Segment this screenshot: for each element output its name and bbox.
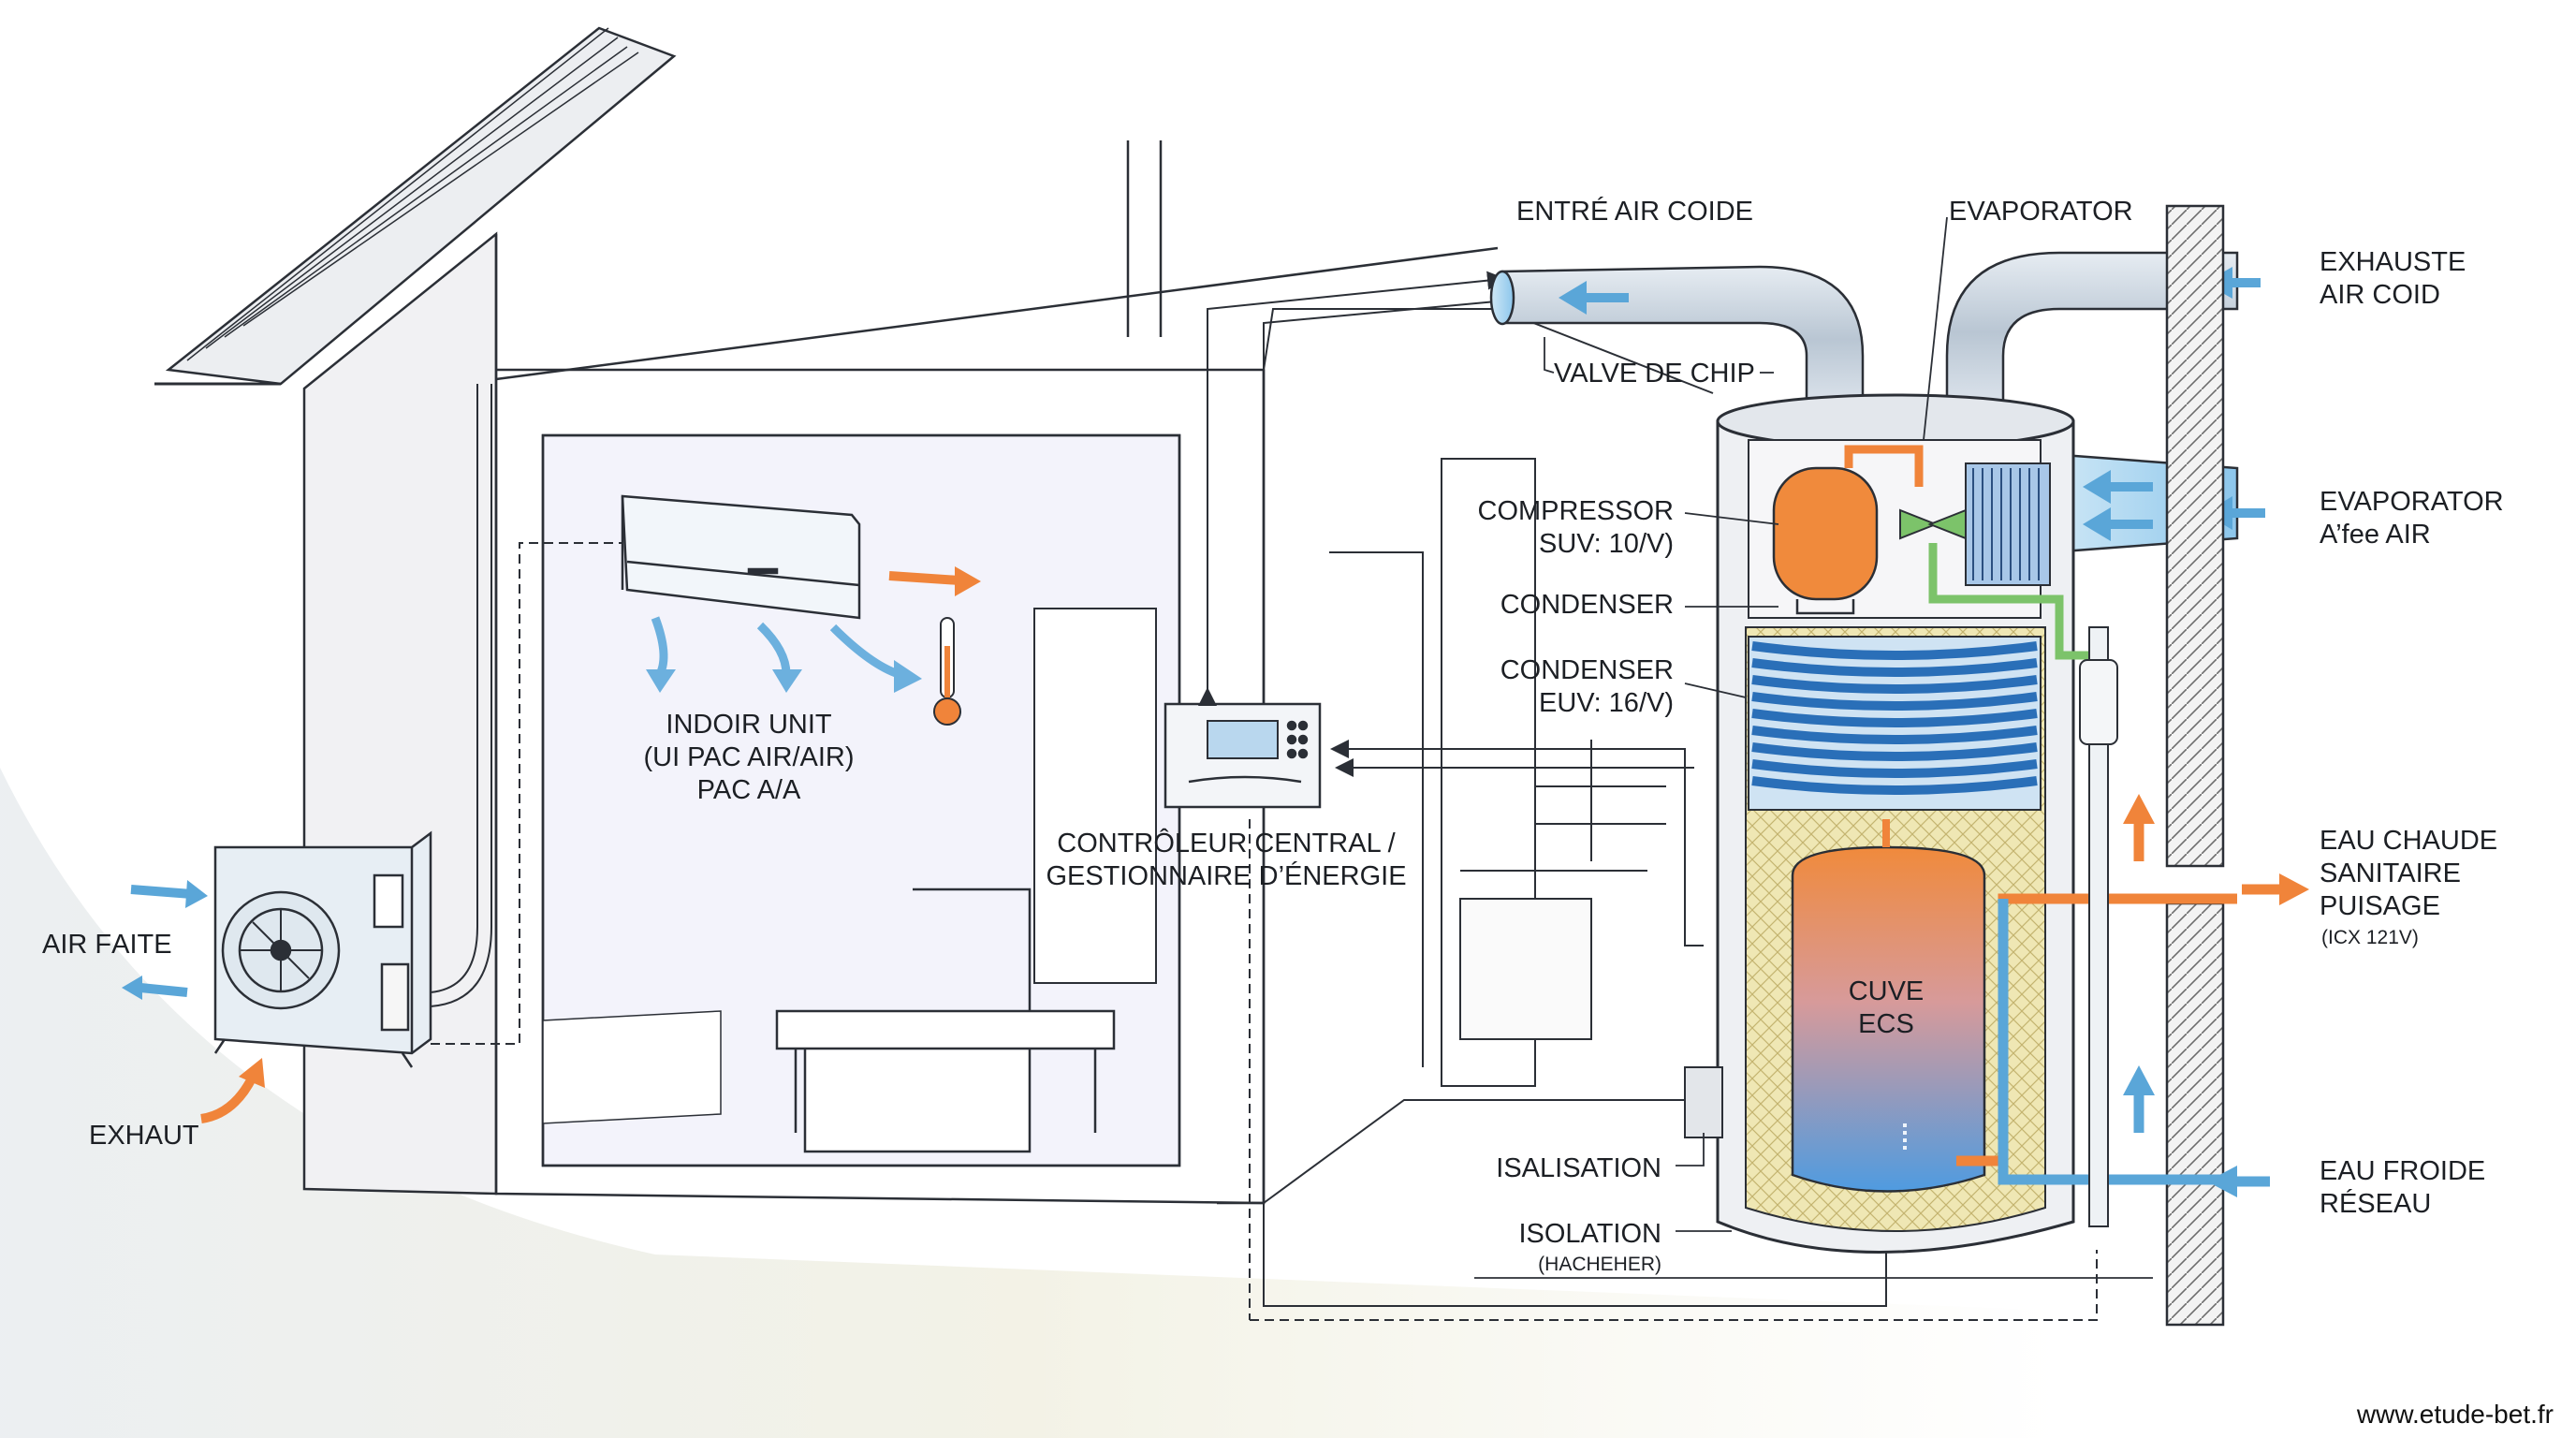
label-condenser-3: EUV: 16/V): [1539, 688, 1674, 718]
label-controleur-1: CONTRÔLEUR CENTRAL /: [1057, 827, 1396, 858]
indoor-unit: [621, 494, 861, 620]
central-controller: [1164, 702, 1322, 809]
ground: [0, 768, 2059, 1438]
label-eau-chaude-4: (ICX 121V): [2321, 927, 2419, 948]
label-cuve-1: CUVE: [1849, 976, 1925, 1006]
label-eau-chaude-1: EAU CHAUDE: [2320, 826, 2497, 856]
label-hacheher: (HACHEHER): [1538, 1254, 1661, 1275]
condenser-coil: [1751, 641, 2038, 795]
kitchen-room: [1263, 308, 1714, 1204]
label-eau-froide-2: RÉSEAU: [2320, 1188, 2431, 1219]
label-indoor-3: PAC A/A: [697, 775, 801, 805]
label-condenser-1: CONDENSER: [1500, 590, 1674, 620]
label-exhaust-air-1: EXHAUSTE: [2320, 247, 2466, 277]
label-controleur-2: GESTIONNAIRE D’ÉNERGIE: [1046, 860, 1406, 891]
label-compressor-1: COMPRESSOR: [1478, 496, 1674, 526]
evaporator: [1965, 462, 2051, 586]
label-entre-air: ENTRÉ AIR COIDE: [1516, 196, 1753, 227]
label-eau-froide-1: EAU FROIDE: [2320, 1156, 2485, 1186]
label-cuve-2: ECS: [1858, 1009, 1914, 1039]
exterior-wall: [2165, 204, 2225, 1327]
water-heater: [1716, 393, 2075, 1254]
sensor-pipe: [1684, 626, 2118, 1227]
duct-air-arrows: [1559, 267, 2265, 541]
label-air-faite: AIR FАITE: [42, 930, 172, 960]
compressor: [1772, 466, 1879, 615]
refrigerant-line: [430, 384, 478, 993]
label-indoor-1: INDOIR UNIT: [666, 710, 832, 740]
refrigerant-pipes: [1844, 445, 2092, 660]
leader-lines: [1474, 216, 2153, 1279]
outdoor-unit: [213, 830, 432, 1068]
label-isolation: ISOLATION: [1518, 1219, 1661, 1249]
label-condenser-2: CONDENSER: [1500, 655, 1674, 685]
water-arrows: [2123, 794, 2309, 1197]
label-evap-air-1: EVAPORATOR: [2320, 487, 2504, 517]
watermark: www.etude-bet.fr: [2356, 1400, 2554, 1429]
label-eau-chaude-2: SANITAIRE: [2320, 858, 2461, 888]
arrowheads-indoor: [646, 566, 981, 693]
label-evaporator-top: EVAPORATOR: [1949, 197, 2133, 227]
thermometer-icon: [933, 617, 961, 726]
label-valve: VALVE DE CHIP: [1554, 359, 1755, 389]
refrigerant-line: [430, 384, 492, 1007]
air-arrows-outdoor: [122, 880, 265, 1123]
label-compressor-2: SUV: 10/V): [1539, 529, 1674, 559]
label-isalisation: ISALISATION: [1496, 1153, 1661, 1183]
label-evap-air-2: A’fee AIR: [2320, 520, 2431, 550]
label-exhaut: EXHAUT: [89, 1121, 199, 1151]
label-indoor-2: (UI PAC AIR/AIR): [643, 742, 854, 772]
water-pipes: [1882, 819, 2237, 1185]
labels: ENTRÉ AIR COIDE VALVE DE CHIP EVAPORATOR…: [42, 196, 2554, 1429]
label-exhaust-air-2: AIR COID: [2320, 280, 2440, 310]
label-eau-chaude-3: PUISAGE: [2320, 891, 2440, 921]
